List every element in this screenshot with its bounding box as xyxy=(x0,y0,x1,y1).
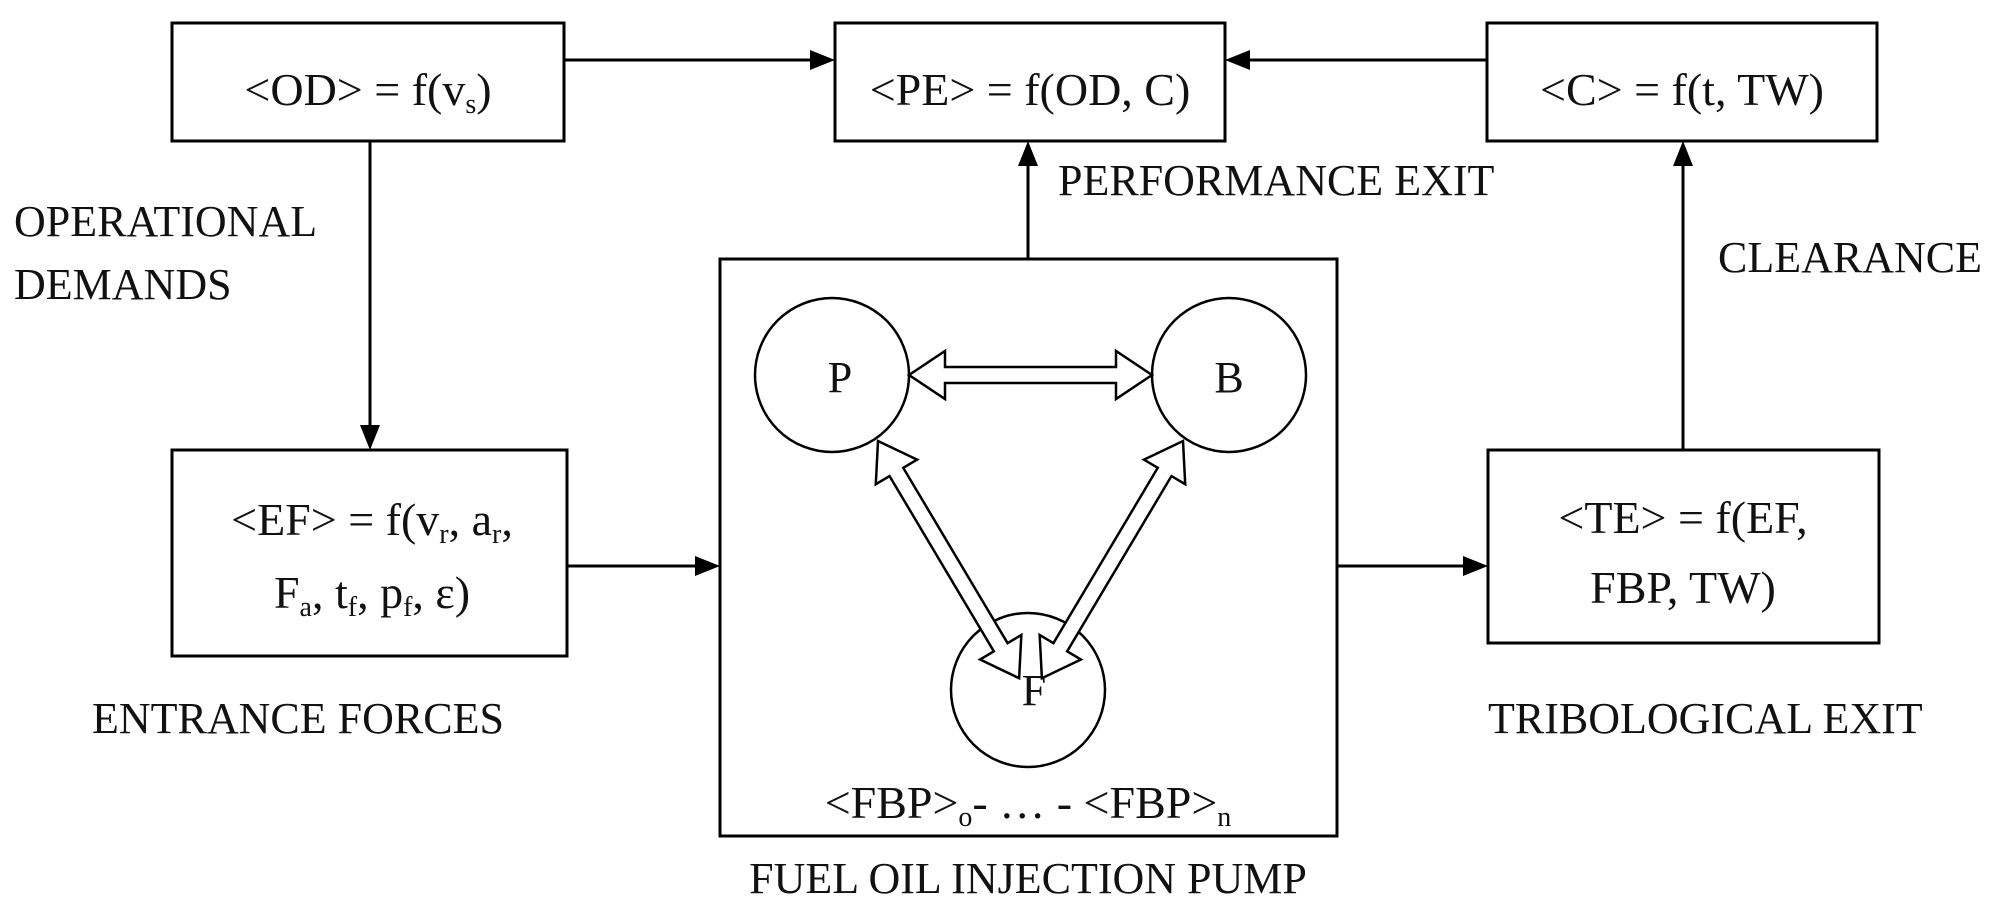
pe-formula: <PE> = f(OD, C) xyxy=(870,64,1191,115)
c-formula: <C> = f(t, TW) xyxy=(1540,64,1824,115)
operational-demands-label-line2: DEMANDS xyxy=(14,260,232,309)
operational-demands-label-line1: OPERATIONAL xyxy=(14,197,317,246)
te-box xyxy=(1486,448,1881,645)
pump-to-pe-arrowhead xyxy=(1018,141,1038,166)
te-to-c-arrowhead xyxy=(1673,141,1693,166)
te-formula-line2: FBP, TW) xyxy=(1590,562,1776,613)
tribological-exit-label: TRIBOLOGICAL EXIT xyxy=(1488,694,1923,743)
pump-to-te-arrowhead xyxy=(1463,556,1488,576)
fbp-sequence: <FBP>o- … - <FBP>n xyxy=(825,777,1232,833)
od-to-pe-arrowhead xyxy=(810,50,835,70)
pe-box xyxy=(833,21,1227,143)
clearance-label: CLEARANCE xyxy=(1718,233,1982,282)
od-formula: <OD> = f(vs) xyxy=(244,64,491,120)
pump-label: FUEL OIL INJECTION PUMP xyxy=(749,854,1307,903)
p-b-double-arrow xyxy=(906,348,1155,402)
node-p-label: P xyxy=(828,353,852,402)
ef-box xyxy=(170,448,569,658)
b-f-double-arrow xyxy=(1038,439,1187,681)
te-formula-line1: <TE> = f(EF, xyxy=(1558,492,1807,543)
ef-to-pump-arrowhead xyxy=(695,556,720,576)
ef-formula-line2: Fa, tf, pf, ε) xyxy=(274,567,470,623)
performance-exit-label: PERFORMANCE EXIT xyxy=(1058,156,1494,205)
c-box xyxy=(1485,21,1879,143)
od-to-ef-arrowhead xyxy=(360,425,380,450)
entrance-forces-label: ENTRANCE FORCES xyxy=(92,694,504,743)
ef-formula-line1: <EF> = f(vr, ar, xyxy=(231,494,513,550)
c-to-pe-arrowhead xyxy=(1225,50,1250,70)
node-b-label: B xyxy=(1214,353,1243,402)
od-box xyxy=(170,21,566,143)
p-f-double-arrow xyxy=(874,439,1023,681)
